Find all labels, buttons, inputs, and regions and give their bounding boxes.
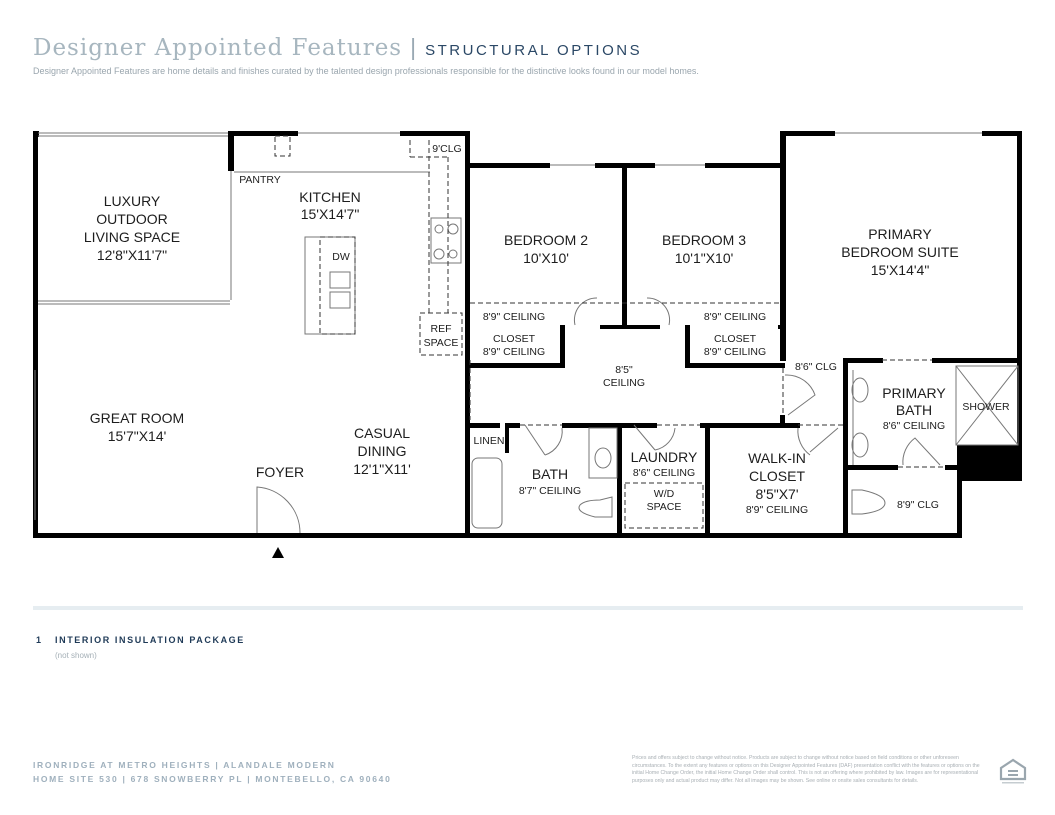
linen-label: LINEN (474, 435, 505, 447)
primary-bath-ceiling: 8'6" CEILING (883, 420, 945, 432)
casual-dining-name: CASUAL (354, 425, 410, 441)
bedroom3-size: 10'1"X10' (675, 250, 734, 266)
page-description: Designer Appointed Features are home det… (33, 66, 699, 76)
option-number: 1 (36, 635, 43, 645)
great-room-name: GREAT ROOM (90, 410, 184, 426)
outdoor-living-label: LUXURY OUTDOOR LIVING SPACE 12'8"X11'7" (84, 193, 180, 263)
windows-and-fixtures (34, 132, 1019, 534)
floor-plan: LUXURY OUTDOOR LIVING SPACE 12'8"X11'7" … (33, 131, 1022, 558)
primary-bedroom-name: PRIMARY (868, 226, 932, 242)
bath-ceiling: 8'7" CEILING (519, 485, 581, 497)
walls (33, 131, 1022, 538)
bath-name: BATH (532, 466, 568, 482)
bedroom2-size: 10'X10' (523, 250, 569, 266)
hall-ceiling: 8'5" (615, 364, 633, 376)
hall-ceiling: CEILING (603, 377, 645, 389)
bedroom3-name: BEDROOM 3 (662, 232, 746, 248)
bedroom2-name: BEDROOM 2 (504, 232, 588, 248)
room-name: LUXURY (104, 193, 161, 209)
primary-bath-name: PRIMARY (882, 385, 946, 401)
wd-space-label: W/D (654, 488, 675, 500)
kitchen-size: 15'X14'7" (301, 206, 360, 222)
walkin-ceiling: 8'9" CEILING (746, 504, 808, 516)
ref-space-label: REF (431, 323, 452, 335)
laundry-ceiling: 8'6" CEILING (633, 467, 695, 479)
kitchen-name: KITCHEN (299, 189, 360, 205)
page-title: Designer Appointed Features | STRUCTURAL O… (33, 34, 642, 61)
primary-bedroom-size: 15'X14'4" (871, 262, 930, 278)
wd-space-label: SPACE (647, 501, 682, 513)
bedroom3-closet: CLOSET (714, 333, 757, 345)
primary-bedroom-name: BEDROOM SUITE (841, 244, 958, 260)
ref-space-label: SPACE (424, 337, 459, 349)
footer-address: HOME SITE 530 | 678 SNOWBERRY PL | MONTE… (33, 774, 392, 784)
title-subtitle: STRUCTURAL OPTIONS (425, 42, 643, 59)
great-room-size: 15'7"X14' (108, 428, 167, 444)
title-separator: | (410, 34, 418, 60)
option-item: 1 INTERIOR INSULATION PACKAGE (36, 635, 245, 645)
section-divider (33, 606, 1023, 610)
dashed-lines (274, 135, 945, 529)
room-size: 12'8"X11'7" (97, 247, 167, 263)
title-main: Designer Appointed Features (33, 35, 403, 61)
walkin-name: WALK-IN (748, 450, 806, 466)
kitchen-ceiling-label: 9'CLG (432, 143, 461, 155)
casual-dining-size: 12'1"X11' (353, 461, 411, 477)
casual-dining-name: DINING (358, 443, 407, 459)
bedroom3-ceiling: 8'9" CEILING (704, 311, 766, 323)
room-name: OUTDOOR (96, 211, 168, 227)
footer-disclaimer: Prices and offers subject to change with… (632, 755, 980, 784)
footer-community: IRONRIDGE AT METRO HEIGHTS | ALANDALE MO… (33, 760, 336, 770)
laundry-name: LAUNDRY (631, 449, 698, 465)
bedroom2-ceiling: 8'9" CEILING (483, 311, 545, 323)
bedroom2-closet: CLOSET (493, 333, 536, 345)
option-label: INTERIOR INSULATION PACKAGE (55, 635, 245, 645)
pantry-label: PANTRY (239, 174, 281, 186)
dishwasher-label: DW (332, 251, 350, 263)
walkin-vestibule-ceiling: 8'6" CLG (795, 361, 837, 373)
option-note: (not shown) (55, 651, 97, 660)
foyer-label: FOYER (256, 464, 304, 480)
walkin-name: CLOSET (749, 468, 805, 484)
entry-arrow-icon (272, 547, 284, 558)
room-name: LIVING SPACE (84, 229, 180, 245)
bedroom3-closet-ceiling: 8'9" CEILING (704, 346, 766, 358)
primary-bath-name: BATH (896, 402, 932, 418)
equal-housing-logo-icon (999, 758, 1027, 784)
wc-ceiling: 8'9" CLG (897, 499, 939, 511)
walkin-size: 8'5"X7' (755, 486, 798, 502)
shower-label: SHOWER (962, 401, 1010, 413)
bedroom2-closet-ceiling: 8'9" CEILING (483, 346, 545, 358)
